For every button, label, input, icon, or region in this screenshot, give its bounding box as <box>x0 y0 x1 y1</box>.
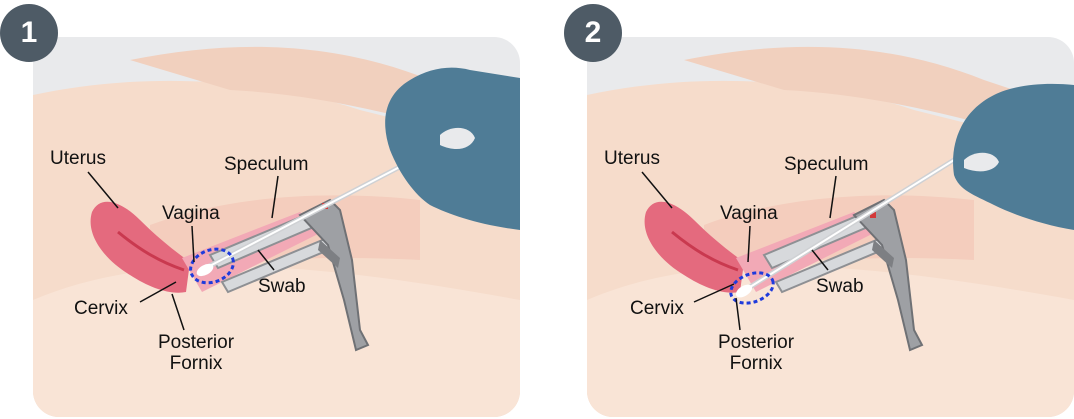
label-posterior-fornix-line2: Fornix <box>158 353 234 374</box>
label-swab: Swab <box>816 276 864 297</box>
step-badge: 2 <box>564 4 622 62</box>
label-uterus: Uterus <box>604 148 660 169</box>
label-vagina: Vagina <box>720 203 778 224</box>
label-posterior-fornix-line1: Posterior <box>158 332 234 353</box>
label-swab: Swab <box>258 276 306 297</box>
label-speculum: Speculum <box>784 154 869 175</box>
label-posterior-fornix: Posterior Fornix <box>718 332 794 374</box>
label-cervix: Cervix <box>74 298 128 319</box>
label-vagina: Vagina <box>162 203 220 224</box>
panel-1-illustration <box>0 0 520 419</box>
label-speculum: Speculum <box>224 154 309 175</box>
label-posterior-fornix-line2: Fornix <box>718 353 794 374</box>
panel-2-illustration <box>554 0 1074 419</box>
panel-2: 2 Uterus Vagina Speculum Swab Cervix Pos… <box>554 0 1074 419</box>
label-posterior-fornix-line1: Posterior <box>718 332 794 353</box>
label-cervix: Cervix <box>630 298 684 319</box>
panel-1: 1 Uterus Vagina Speculum Swab Cervix Pos… <box>0 0 520 419</box>
label-uterus: Uterus <box>50 148 106 169</box>
label-posterior-fornix: Posterior Fornix <box>158 332 234 374</box>
step-badge: 1 <box>0 4 58 62</box>
